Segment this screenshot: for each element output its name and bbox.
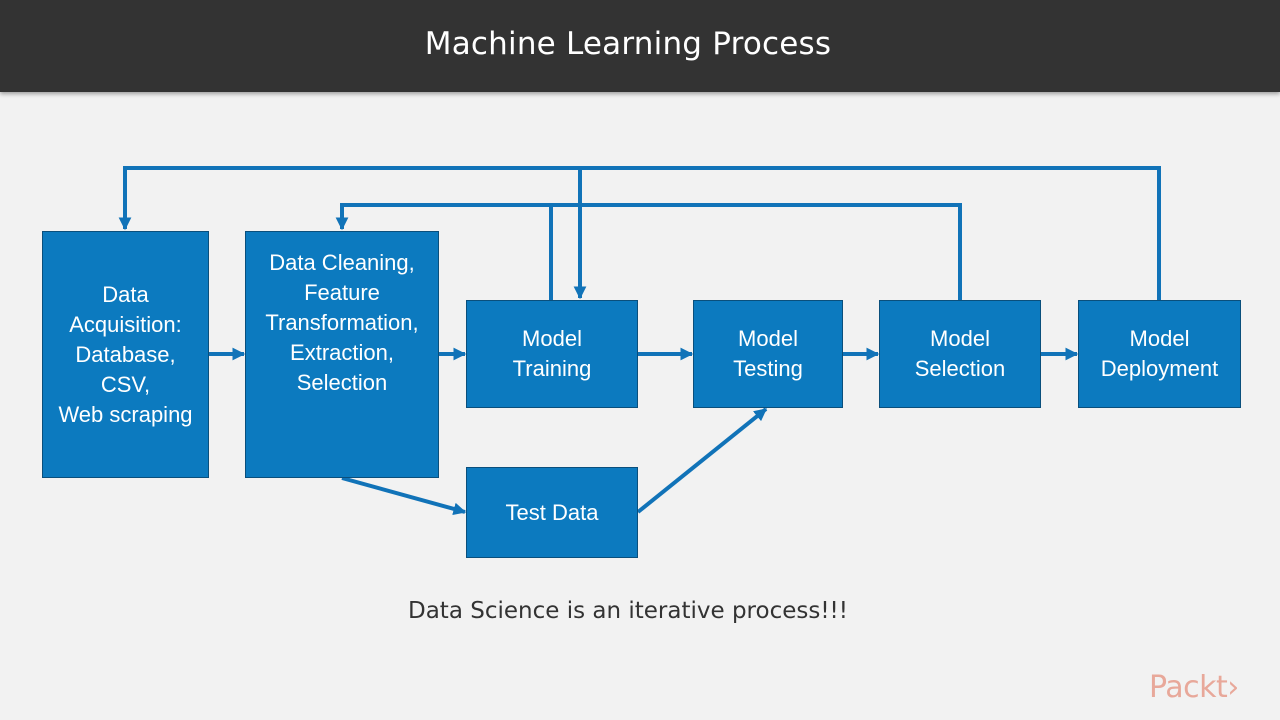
node-model-deployment: Model Deployment	[1078, 300, 1241, 408]
arrow-cleaning-to-test-data	[341, 476, 467, 516]
node-data-acquisition: Data Acquisition: Database, CSV, Web scr…	[42, 231, 209, 478]
title-bar: Machine Learning Process	[0, 0, 1280, 92]
loop-deployment-to-acquisition	[118, 166, 1161, 300]
caption: Data Science is an iterative process!!!	[408, 598, 848, 624]
node-model-selection: Model Selection	[879, 300, 1041, 408]
page-title: Machine Learning Process	[424, 26, 832, 62]
node-test-data: Test Data	[466, 467, 638, 558]
packt-logo: Packt›	[1149, 670, 1239, 705]
loop-selection-to-cleaning	[335, 203, 962, 300]
node-model-testing: Model Testing	[693, 300, 843, 408]
arrow-test-data-to-testing	[636, 407, 768, 514]
node-model-training: Model Training	[466, 300, 638, 408]
node-data-cleaning: Data Cleaning, Feature Transformation, E…	[245, 231, 439, 478]
